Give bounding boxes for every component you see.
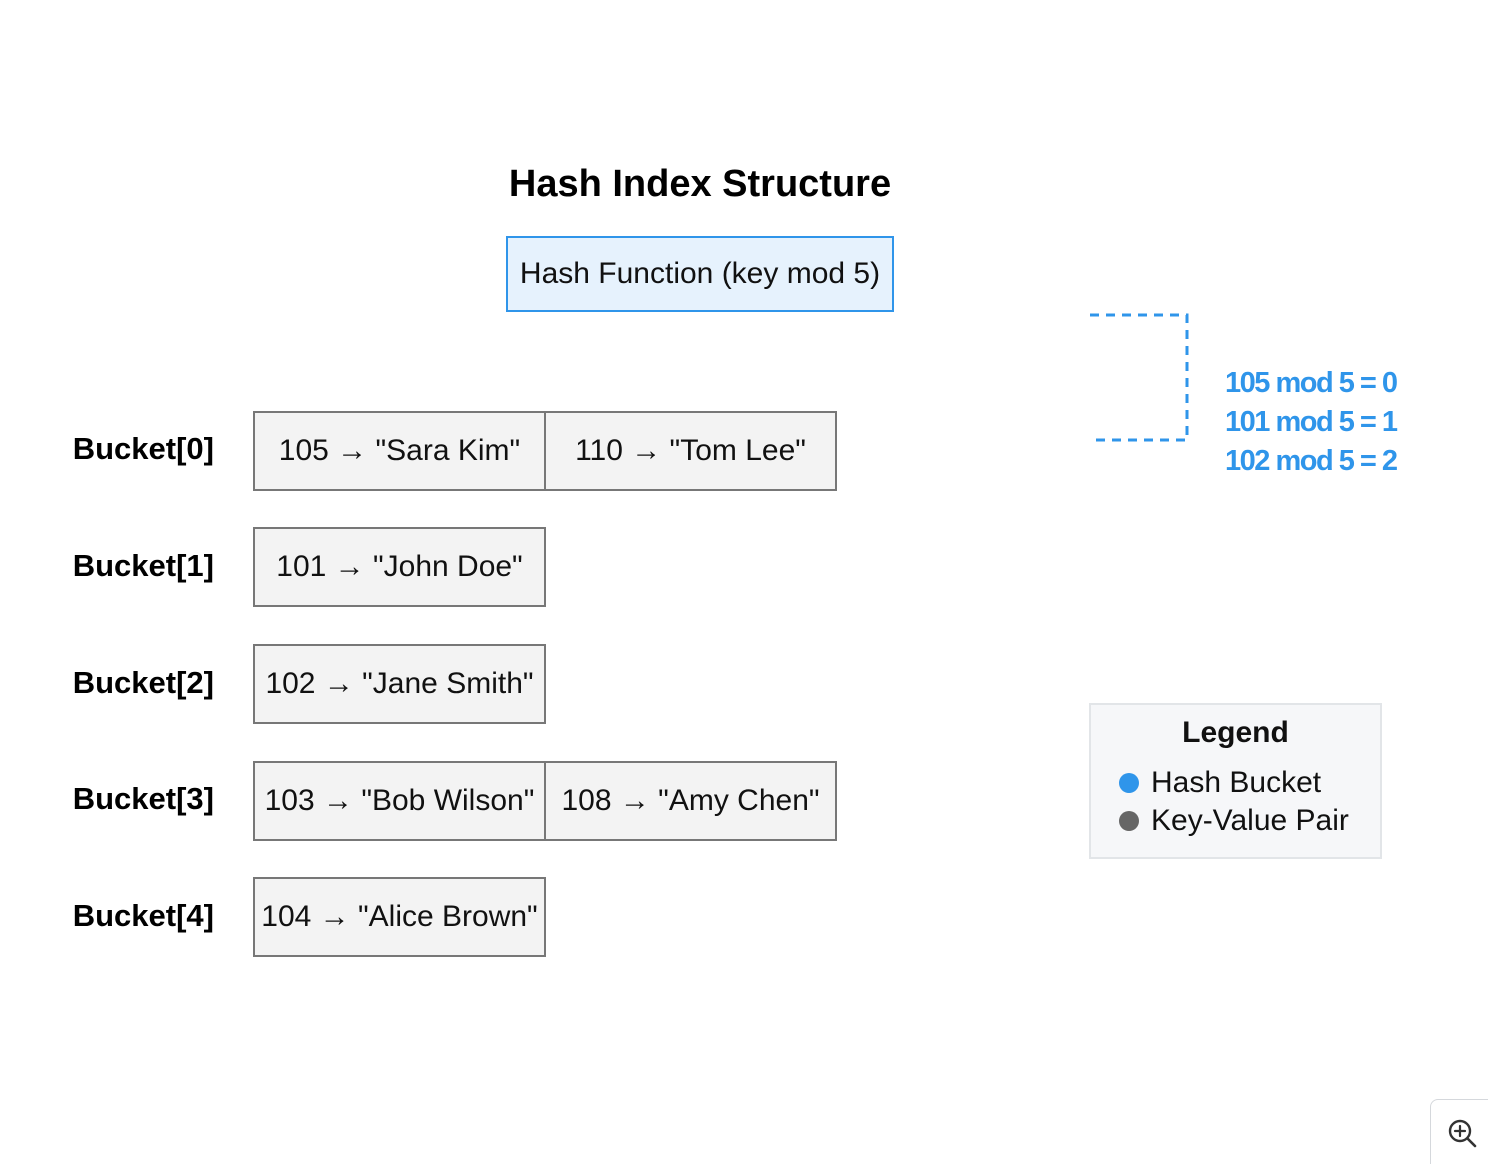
- calculation-line-2: 102 mod 5 = 2: [1225, 445, 1398, 477]
- kv-pair-0-0: 105 → "Sara Kim": [253, 411, 546, 491]
- diagram-title: Hash Index Structure: [508, 163, 892, 205]
- legend-title: Legend: [1182, 716, 1289, 749]
- legend-item-hash-bucket: Hash Bucket: [1119, 764, 1321, 802]
- bucket-label-0: Bucket[0]: [72, 431, 214, 466]
- legend-item-label: Key-Value Pair: [1151, 804, 1349, 837]
- kv-pair-3-0: 103 → "Bob Wilson": [253, 761, 546, 841]
- kv-pair-4-0: 104 → "Alice Brown": [253, 877, 546, 957]
- bucket-label-1: Bucket[1]: [72, 548, 214, 583]
- kv-pair-0-1: 110 → "Tom Lee": [544, 411, 837, 491]
- kv-pair-1-0: 101 → "John Doe": [253, 527, 546, 607]
- kv-pair-3-1: 108 → "Amy Chen": [544, 761, 837, 841]
- gray-dot-icon: [1119, 811, 1139, 831]
- calculation-line-1: 101 mod 5 = 1: [1225, 406, 1398, 438]
- blue-dot-icon: [1119, 773, 1139, 793]
- hash-function-box: Hash Function (key mod 5): [506, 236, 894, 312]
- bucket-label-4: Bucket[4]: [72, 898, 214, 933]
- zoom-in-button[interactable]: [1430, 1099, 1488, 1164]
- kv-pair-2-0: 102 → "Jane Smith": [253, 644, 546, 724]
- legend-item-key-value-pair: Key-Value Pair: [1119, 802, 1349, 840]
- legend: Legend Hash Bucket Key-Value Pair: [1089, 703, 1382, 859]
- legend-item-label: Hash Bucket: [1151, 766, 1322, 799]
- zoom-in-icon: [1448, 1119, 1477, 1148]
- bucket-label-2: Bucket[2]: [72, 665, 214, 700]
- bucket-label-3: Bucket[3]: [72, 781, 214, 816]
- calculation-line-0: 105 mod 5 = 0: [1225, 367, 1398, 399]
